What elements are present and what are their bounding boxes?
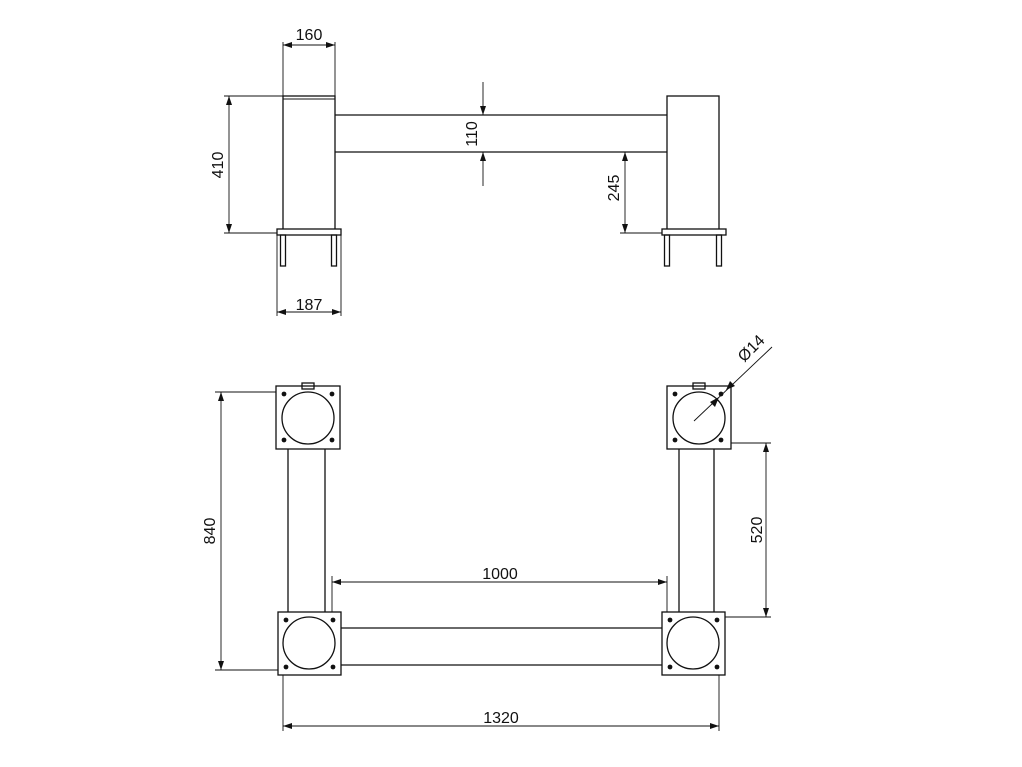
elevation-view: 160 410 110 245 [210,27,727,316]
bolt-hole-marked [718,391,724,397]
right-post [666,95,720,231]
post-top-left [281,391,335,445]
dim-text-post-height: 410 [210,152,227,179]
dim-text-side-span: 520 [749,517,766,544]
dim-text-post-width: 160 [296,27,323,44]
dim-text-plate-width: 187 [296,297,323,314]
dimension-inner-span: 1000 [331,566,668,612]
plate-bottom-right [661,611,726,676]
dimension-overall-depth: 840 [202,391,278,671]
dim-text-inner-span: 1000 [482,566,518,583]
dim-text-overall-length: 1320 [483,710,519,727]
dimension-side-span: 520 [725,442,771,618]
post-bottom-left [282,616,336,670]
dimension-plate-width: 187 [276,235,342,316]
dim-text-overall-depth: 840 [202,518,219,545]
plate-top-left [275,382,341,450]
left-post [282,95,336,231]
dimension-overall-length: 1320 [282,675,720,731]
post-bottom-right [666,616,720,670]
dimension-beam-height: 110 [464,82,486,186]
dim-text-bolt-diameter: Ø14 [735,332,768,365]
dimension-post-width: 160 [282,27,336,96]
plan-view: Ø14 840 520 1000 [202,332,773,731]
dim-text-beam-clearance: 245 [606,175,623,202]
dimension-post-height: 410 [210,95,283,234]
left-base-plate [276,228,342,267]
dimension-beam-clearance: 245 [606,152,662,234]
dim-text-beam-height: 110 [464,121,481,147]
post-top-right [672,391,726,445]
plate-bottom-left [277,611,342,676]
right-base-plate [661,228,727,267]
